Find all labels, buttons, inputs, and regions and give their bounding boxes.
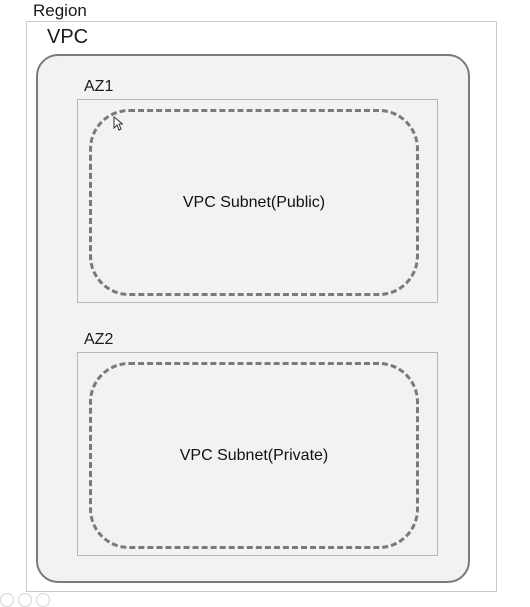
print-icon[interactable] (36, 593, 50, 607)
zoom-icon[interactable] (0, 593, 14, 607)
subnet-private-label: VPC Subnet(Private) (179, 446, 329, 464)
fit-icon[interactable] (18, 593, 32, 607)
mouse-pointer-icon (113, 116, 123, 131)
az1-label: AZ1 (84, 78, 114, 95)
subnet-private: VPC Subnet(Private) (89, 362, 419, 549)
az2-container (77, 352, 438, 556)
subnet-public: VPC Subnet(Public) (89, 109, 419, 296)
vpc-label: VPC (47, 26, 89, 48)
subnet-public-label: VPC Subnet(Public) (182, 193, 326, 211)
az1-container (77, 99, 438, 303)
footer-toolbar (0, 593, 50, 607)
region-container (26, 21, 497, 592)
region-label: Region (33, 1, 87, 20)
az2-label: AZ2 (84, 331, 114, 348)
